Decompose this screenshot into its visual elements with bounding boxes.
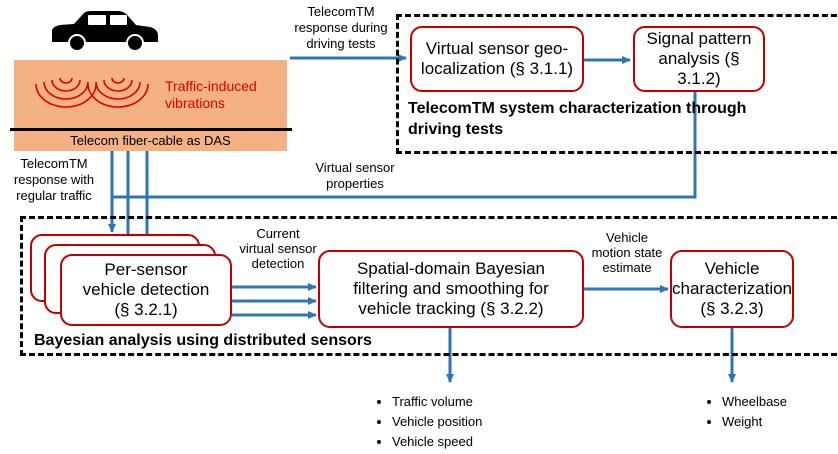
list-item: Vehicle position bbox=[392, 412, 482, 432]
bayesian-tracking-box: Spatial-domain Bayesian filtering and sm… bbox=[318, 250, 584, 328]
driving-tests-arrow-label: TelecomTM response during driving tests bbox=[294, 4, 388, 51]
car-icon bbox=[52, 11, 158, 52]
list-item: Traffic volume bbox=[392, 392, 482, 412]
vibration-waves bbox=[35, 77, 149, 108]
motion-state-label: Vehicle motion state estimate bbox=[591, 230, 663, 275]
bayesian-title: Bayesian analysis using distributed sens… bbox=[34, 332, 372, 349]
ground-panel bbox=[14, 60, 287, 128]
road-line bbox=[10, 128, 292, 131]
list-item: Vehicle speed bbox=[392, 432, 482, 452]
list-item: Weight bbox=[722, 412, 787, 432]
vehicle-characterization-box: Vehicle characterization (§ 3.2.3) bbox=[670, 250, 794, 328]
geo-localization-box: Virtual sensor geo- localization (§ 3.1.… bbox=[410, 26, 584, 92]
bayesian-section bbox=[20, 216, 838, 356]
characterization-title: TelecomTM system characterization throug… bbox=[408, 100, 747, 138]
tracking-outputs: Traffic volume Vehicle position Vehicle … bbox=[372, 392, 482, 452]
vibration-label: Traffic-induced vibrations bbox=[165, 78, 257, 111]
cable-label: Telecom fiber-cable as DAS bbox=[70, 133, 231, 148]
per-sensor-detection-box: Per-sensor vehicle detection (§ 3.2.1) bbox=[60, 254, 232, 326]
characterization-section bbox=[396, 14, 838, 154]
sensor-properties-label: Virtual sensor properties bbox=[315, 160, 395, 191]
list-item: Wheelbase bbox=[722, 392, 787, 412]
characterization-outputs: Wheelbase Weight bbox=[702, 392, 787, 432]
signal-pattern-box: Signal pattern analysis (§ 3.1.2) bbox=[633, 26, 765, 92]
regular-traffic-label: TelecomTM response with regular traffic bbox=[13, 156, 95, 203]
cable-label-bg bbox=[14, 131, 287, 151]
current-detection-label: Current virtual sensor detection bbox=[239, 226, 317, 271]
